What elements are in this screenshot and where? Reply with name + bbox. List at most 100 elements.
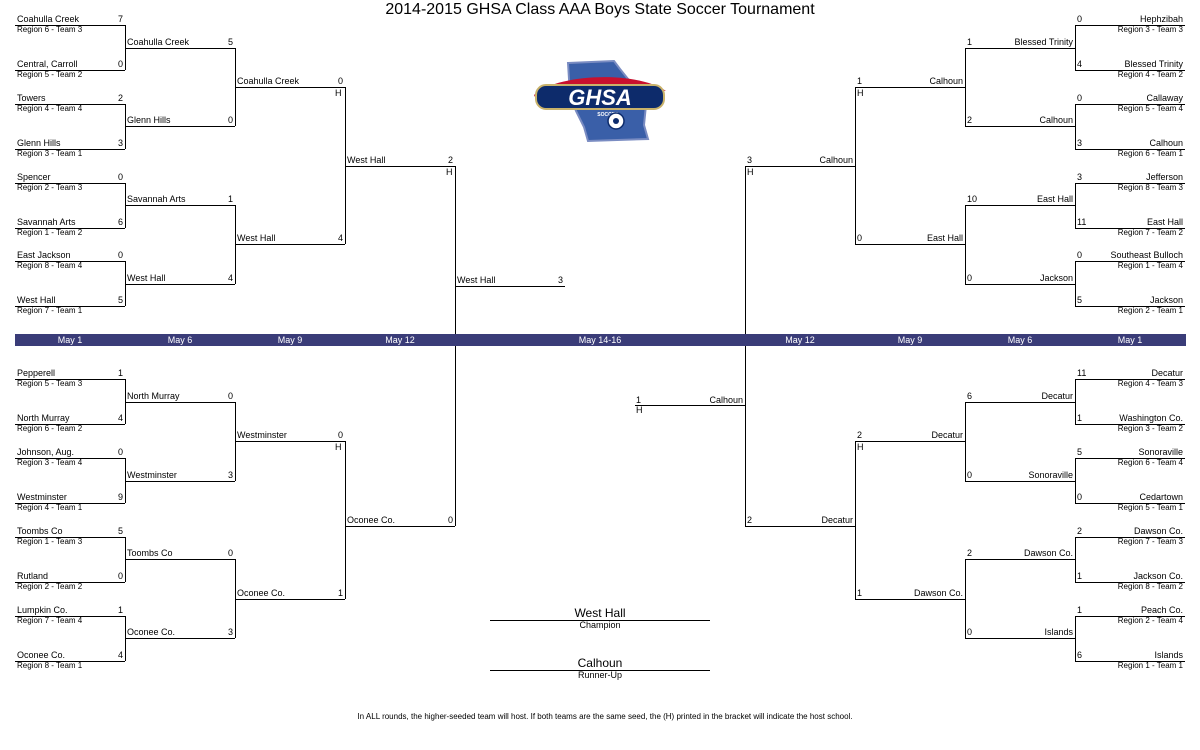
bracket-line	[345, 526, 455, 527]
round-date-label: May 14-16	[578, 335, 622, 345]
team-seed: Region 7 - Team 1	[17, 306, 83, 315]
bracket-line	[1075, 379, 1185, 380]
team-score: 1	[117, 368, 123, 378]
team-score: 7	[117, 14, 123, 24]
host-marker: H	[446, 167, 453, 177]
round-date-label: May 6	[1007, 335, 1033, 345]
team-name: Blessed Trinity	[1014, 37, 1073, 47]
team-score: 0	[1077, 250, 1083, 260]
bracket-connector	[855, 441, 856, 599]
team-seed: Region 2 - Team 3	[17, 183, 83, 192]
team-seed: Region 1 - Team 2	[17, 228, 83, 237]
team-name: Jackson	[1149, 295, 1183, 305]
team-name: Blessed Trinity	[1124, 59, 1183, 69]
team-score: 4	[117, 650, 123, 660]
team-name: Decatur	[931, 430, 963, 440]
team-name: Johnson, Aug.	[17, 447, 75, 457]
runner-up-line	[490, 670, 710, 671]
bracket-connector	[965, 205, 966, 284]
bracket-connector	[1075, 104, 1076, 149]
bracket-line	[1075, 149, 1185, 150]
team-seed: Region 1 - Team 3	[17, 537, 83, 546]
team-name: East Jackson	[17, 250, 71, 260]
team-seed: Region 6 - Team 4	[1117, 458, 1183, 467]
bracket-connector	[1075, 379, 1076, 424]
team-seed: Region 7 - Team 3	[1117, 537, 1183, 546]
team-score: 3	[557, 275, 563, 285]
team-score: 9	[117, 492, 123, 502]
team-name: West Hall	[347, 155, 386, 165]
team-seed: Region 1 - Team 1	[1117, 661, 1183, 670]
bracket-line	[965, 48, 1075, 49]
round-date-label: May 1	[57, 335, 83, 345]
team-name: Sonoraville	[1138, 447, 1183, 457]
bracket-line	[15, 228, 125, 229]
bracket-line	[15, 261, 125, 262]
team-score: 2	[117, 93, 123, 103]
team-name: Coahulla Creek	[237, 76, 300, 86]
team-score: 5	[117, 526, 123, 536]
host-marker: H	[335, 442, 342, 452]
team-score: 0	[227, 391, 233, 401]
team-name: Oconee Co.	[237, 588, 286, 598]
team-seed: Region 3 - Team 3	[1117, 25, 1183, 34]
bracket-connector	[965, 48, 966, 126]
team-seed: Region 5 - Team 3	[17, 379, 83, 388]
bracket-line	[15, 458, 125, 459]
bracket-line	[1075, 424, 1185, 425]
bracket-line	[15, 183, 125, 184]
team-name: West Hall	[17, 295, 56, 305]
bracket-line	[125, 402, 235, 403]
runner-up-name: Calhoun	[577, 656, 623, 670]
team-score: 0	[117, 447, 123, 457]
bracket-line	[235, 87, 345, 88]
team-score: 4	[337, 233, 343, 243]
bracket-line	[15, 306, 125, 307]
team-score: 0	[1077, 14, 1083, 24]
final-line	[455, 286, 565, 287]
ghsa-soccer-logo: GHSA SOCCER	[534, 59, 666, 143]
bracket-line	[965, 481, 1075, 482]
team-name: Coahulla Creek	[127, 37, 190, 47]
bracket-line	[1075, 183, 1185, 184]
team-name: Westminster	[127, 470, 177, 480]
team-seed: Region 8 - Team 4	[17, 261, 83, 270]
bracket-line	[965, 284, 1075, 285]
round-date-label: May 9	[277, 335, 303, 345]
team-seed: Region 5 - Team 1	[1117, 503, 1183, 512]
bracket-connector	[745, 166, 746, 526]
team-name: West Hall	[237, 233, 276, 243]
bracket-connector	[125, 25, 126, 70]
bracket-line	[965, 638, 1075, 639]
team-name: North Murray	[127, 391, 180, 401]
team-seed: Region 3 - Team 4	[17, 458, 83, 467]
team-name: Peach Co.	[1140, 605, 1183, 615]
team-name: Calhoun	[929, 76, 963, 86]
team-seed: Region 7 - Team 2	[1117, 228, 1183, 237]
bracket-line	[15, 503, 125, 504]
team-name: Rutland	[17, 571, 49, 581]
team-seed: Region 8 - Team 1	[17, 661, 83, 670]
team-score: 0	[117, 59, 123, 69]
bracket-line	[125, 284, 235, 285]
logo-subtext: SOCCER	[597, 112, 619, 118]
bracket-line	[15, 424, 125, 425]
team-score: 1	[1077, 571, 1083, 581]
team-score: 5	[117, 295, 123, 305]
team-score: 3	[227, 470, 233, 480]
bracket-line	[15, 25, 125, 26]
bracket-line	[965, 559, 1075, 560]
bracket-line	[855, 599, 965, 600]
team-score: 0	[227, 548, 233, 558]
team-name: Pepperell	[17, 368, 56, 378]
logo-text: GHSA	[568, 85, 632, 110]
bracket-line	[15, 149, 125, 150]
bracket-line	[125, 48, 235, 49]
team-name: West Hall	[457, 275, 496, 285]
team-name: Calhoun	[709, 395, 743, 405]
bracket-connector	[125, 379, 126, 424]
bracket-line	[15, 104, 125, 105]
team-score: 0	[117, 172, 123, 182]
bracket-line	[15, 70, 125, 71]
